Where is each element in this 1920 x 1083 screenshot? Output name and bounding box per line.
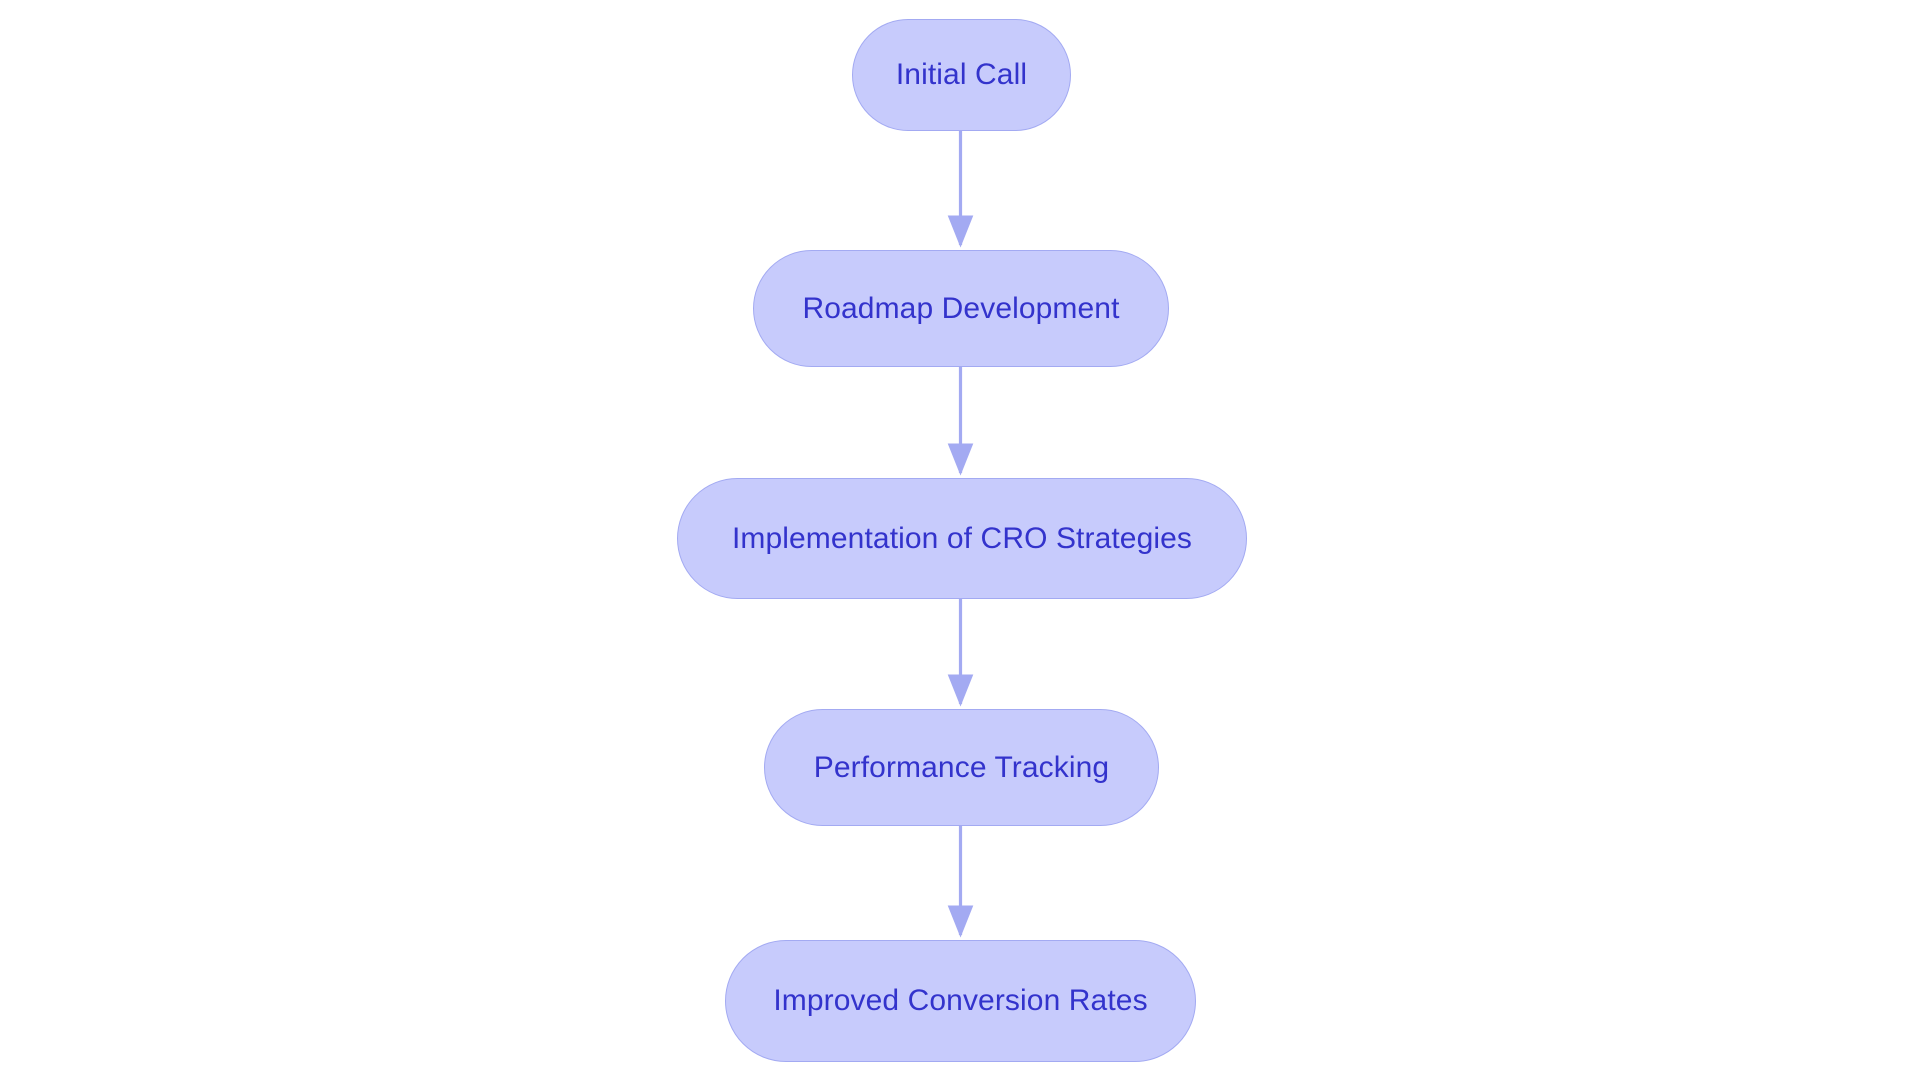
flow-node-label: Performance Tracking <box>813 750 1110 784</box>
flow-node-implementation-of-cro-strategies[interactable]: Implementation of CRO Strategies <box>677 478 1247 599</box>
flow-node-label: Initial Call <box>895 58 1028 91</box>
flow-node-label: Improved Conversion Rates <box>773 984 1148 1017</box>
flow-node-roadmap-development[interactable]: Roadmap Development <box>753 250 1169 367</box>
flow-node-performance-tracking[interactable]: Performance Tracking <box>764 709 1159 826</box>
flow-node-label: Implementation of CRO Strategies <box>731 521 1193 555</box>
flow-node-improved-conversion-rates[interactable]: Improved Conversion Rates <box>725 940 1196 1062</box>
flow-node-label: Roadmap Development <box>802 291 1120 325</box>
flow-node-initial-call[interactable]: Initial Call <box>852 19 1071 131</box>
